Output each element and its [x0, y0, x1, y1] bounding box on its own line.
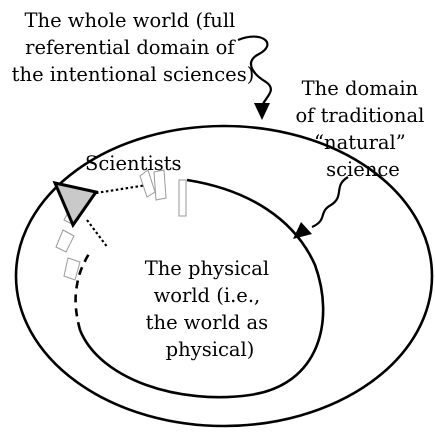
- natural-science-arrow-line: [311, 176, 349, 229]
- natural-science-label: The domain of traditional “natural” scie…: [295, 77, 430, 181]
- whole-world-circle: [14, 124, 434, 428]
- scientists-label: Scientists: [85, 152, 182, 175]
- natural-science-label-line-4: science: [326, 158, 400, 181]
- whole-world-arrow-line: [237, 35, 272, 109]
- whole-world-label-line-1: The whole world (full: [25, 9, 236, 32]
- natural-science-arrow-head-icon: [293, 222, 312, 239]
- whole-world-label-line-3: the intentional sciences): [12, 63, 255, 86]
- scientist-gaze-line-upper: [95, 183, 148, 195]
- natural-science-label-line-2: of traditional: [295, 104, 424, 127]
- physical-world-label-line-4: physical): [166, 338, 255, 361]
- natural-science-label-line-1: The domain: [302, 77, 419, 100]
- physical-world-label-line-2: world (i.e.,: [154, 284, 261, 307]
- whole-world-label: The whole world (full referential domain…: [12, 9, 255, 86]
- scientist-head-icon: [52, 180, 99, 229]
- dashed-loop-continuation: [74, 251, 92, 331]
- physical-world-label-line-3: the world as: [146, 311, 268, 334]
- natural-science-loop: [78, 178, 325, 399]
- whole-world-label-line-2: referential domain of: [25, 36, 236, 59]
- physical-world-label-line-1: The physical: [145, 257, 269, 280]
- physical-world-label: The physical world (i.e., the world as p…: [145, 257, 276, 361]
- whole-world-arrow-head-icon: [254, 103, 270, 120]
- scientist-gaze-line-lower: [86, 219, 109, 249]
- natural-science-label-line-3: “natural”: [314, 131, 406, 154]
